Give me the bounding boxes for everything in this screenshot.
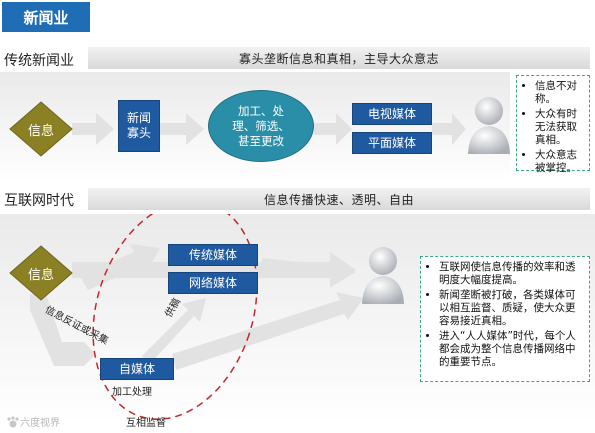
red-dashed-ellipse (92, 214, 258, 420)
internet-notes-box: 互联网使信息传播的效率和透明度大幅度提高。 新闻垄断被打破，各类媒体可以相互监督… (420, 256, 590, 382)
supervise-label: 互相监督 (126, 418, 166, 429)
traditional-info-label: 信息 (27, 123, 54, 139)
internet-headline-bar: 信息传播快速、透明、自由 (88, 188, 590, 210)
arrow-self-to-hub (172, 292, 364, 370)
internet-note-item: 互联网使信息传播的效率和透明度大幅度提高。 (439, 261, 585, 287)
arrow-2 (160, 113, 204, 145)
arrow-1 (72, 113, 114, 145)
tv-media-box: 电视媒体 (352, 103, 432, 125)
watermark: 六度视界 (6, 414, 60, 429)
traditional-note-item: 大众有时无法获取真相。 (535, 108, 585, 147)
paw-icon (7, 415, 19, 427)
arrow-info-to-media (80, 244, 160, 290)
arrow-4 (432, 113, 466, 145)
traditional-note-item: 信息不对称。 (535, 80, 585, 106)
traditional-info-diamond (9, 101, 73, 157)
process-oval: 加工、处 理、筛选、 甚至更改 (208, 90, 314, 162)
traditional-note-item: 大众意志被掌控。 (535, 149, 585, 175)
watermark-text: 六度视界 (20, 418, 60, 429)
arrow-info-to-self (30, 294, 96, 366)
page-title: 新闻业 (2, 2, 90, 32)
internet-info-diamond (9, 245, 73, 301)
arrow-media-to-hub (262, 258, 356, 284)
internet-audience-icon (362, 247, 404, 304)
print-media-box: 平面媒体 (352, 132, 432, 154)
traditional-media-box: 传统媒体 (168, 244, 258, 266)
arrow-supply (142, 298, 206, 364)
internet-flow-arrows (30, 214, 364, 420)
arrow-3 (314, 113, 352, 145)
internet-section-label: 互联网时代 (4, 193, 74, 209)
traditional-audience-icon (468, 97, 510, 154)
arrow-info-to-hub (72, 252, 356, 288)
traditional-section-label: 传统新闻业 (4, 53, 74, 69)
network-media-box: 网络媒体 (168, 272, 258, 294)
process-label: 加工处理 (112, 387, 152, 398)
traditional-notes-box: 信息不对称。 大众有时无法获取真相。 大众意志被掌控。 (516, 75, 590, 174)
traditional-flow-arrows (72, 113, 466, 145)
internet-note-item: 新闻垄断被打破，各类媒体可以相互监督、质疑，使大众更容易接近真相。 (439, 289, 585, 328)
internet-note-item: 进入“人人媒体”时代，每个人都会成为整个信息传播网络中的重要节点。 (439, 330, 585, 369)
traditional-headline-bar: 寡头垄断信息和真相，主导大众意志 (88, 47, 590, 69)
internet-info-label: 信息 (27, 267, 54, 283)
self-media-box: 自媒体 (100, 358, 174, 380)
news-oligarch-box: 新闻 寡头 (118, 100, 160, 152)
